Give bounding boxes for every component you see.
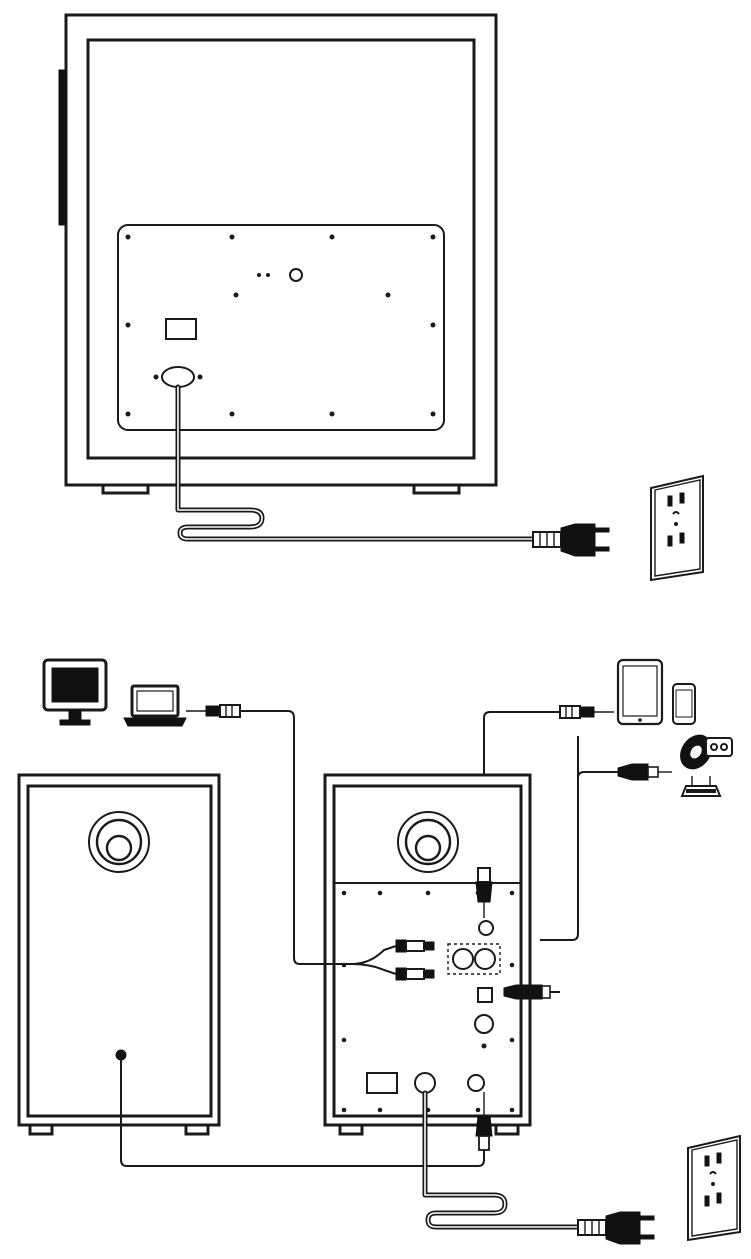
active-speaker-power-cord: [422, 1090, 583, 1230]
speaker-terminal-icon: [115, 1049, 127, 1061]
speaker-output-icon: [467, 1074, 485, 1092]
rca-input-icon: [447, 943, 501, 975]
side-control-strip: [58, 69, 67, 226]
aux-input-jack-icon: [478, 920, 494, 936]
subwoofer-foot-right: [412, 483, 461, 495]
volume-knob-icon: [289, 268, 303, 282]
tablet-icon: [616, 658, 664, 726]
optical-plug-icon: [503, 984, 560, 1000]
speaker-foot-icon: [338, 1123, 364, 1136]
tweeter-icon: [88, 811, 150, 873]
volume-knob-icon: [474, 1014, 494, 1034]
laptop-icon: [123, 684, 187, 727]
rca-y-cable: [293, 758, 435, 981]
active-speaker: [323, 773, 532, 1136]
power-switch-icon: [366, 1072, 398, 1094]
speaker-foot-icon: [494, 1123, 520, 1136]
aux-cable-left: [186, 704, 295, 758]
subwoofer-foot-left: [101, 483, 150, 495]
power-switch-icon: [165, 318, 197, 340]
passive-speaker: [17, 773, 221, 1136]
subwoofer-rear-panel: [117, 224, 445, 431]
optical-input-icon: [477, 987, 493, 1003]
optical-devices-icon: [680, 734, 733, 797]
power-plug-icon: [532, 523, 610, 557]
power-plug-icon: [577, 1211, 655, 1245]
speaker-foot-icon: [184, 1123, 210, 1136]
speaker-wire: [120, 1060, 493, 1167]
subwoofer-power-cord: [175, 384, 538, 542]
speaker-foot-icon: [28, 1123, 54, 1136]
desktop-monitor-icon: [42, 658, 108, 726]
aux-cable-right: [483, 705, 614, 868]
wall-outlet-icon: [687, 1134, 741, 1242]
wall-outlet-icon: [650, 474, 704, 582]
tweeter-icon: [397, 811, 459, 873]
smartphone-icon: [672, 683, 696, 725]
aux-plug-icon: [475, 867, 493, 918]
optical-cable: [540, 736, 672, 941]
subwoofer-cabinet: [58, 13, 498, 495]
